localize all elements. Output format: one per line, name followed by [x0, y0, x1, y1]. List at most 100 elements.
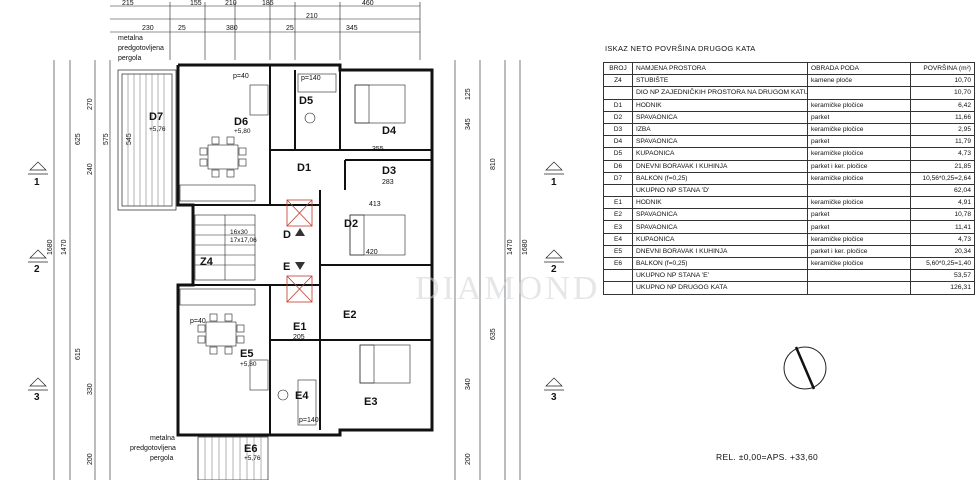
room-name-cell: UKUPNO NP STANA 'E': [632, 269, 808, 283]
dim-text: 1470: [507, 239, 514, 255]
room-code-cell: D1: [603, 98, 633, 112]
room-label: D5: [299, 95, 313, 107]
dim-text: 340: [465, 378, 472, 390]
room-code-cell: D3: [603, 122, 633, 137]
room-code-cell: [603, 281, 633, 295]
floor-finish-cell: [807, 281, 911, 295]
pergola-label-top: predgotovljena: [118, 45, 164, 52]
floor-finish-cell: [807, 183, 911, 198]
dim-text: 345: [465, 118, 472, 130]
section-marker-icon: [29, 377, 47, 387]
dim-text: 200: [87, 453, 94, 465]
room-name-cell: IZBA: [632, 122, 808, 137]
room-code-cell: D6: [603, 159, 633, 173]
room-name-cell: SPAVAONICA: [632, 220, 808, 234]
watermark: DIAMOND: [415, 270, 601, 307]
interior-walls: [178, 65, 432, 435]
area-cell: 10,78: [910, 208, 975, 222]
table-total-row: UKUPNO NP STANA 'D'62,04: [603, 183, 975, 198]
room-code-cell: E6: [603, 256, 633, 271]
room-label: E6: [244, 443, 257, 455]
room-label: D6: [234, 116, 248, 128]
dim-text: 1680: [47, 239, 54, 255]
room-name-cell: SPAVAONICA: [632, 135, 808, 149]
area-table-body: BROJ NAMJENA PROSTORA OBRADA PODA POVRŠI…: [603, 61, 975, 295]
floor-finish-cell: parket i ker. pločice: [807, 244, 911, 259]
dim-text: 230: [142, 25, 154, 32]
section-marker-icon: [545, 161, 563, 171]
pergola-hatch: [127, 74, 165, 206]
room-name-cell: BALKON (f=0,25): [632, 256, 808, 271]
table-total-row: DIO NP ZAJEDNIČKIH PROSTORA NA DRUGOM KA…: [603, 86, 975, 100]
dim-text: 210: [225, 0, 237, 7]
area-cell: 62,04: [910, 183, 975, 198]
dim-text: 125: [465, 88, 472, 100]
pergola-label-bottom: predgotovljena: [130, 445, 176, 452]
area-cell: 6,42: [910, 98, 975, 112]
dim-text: p=40: [190, 318, 206, 325]
room-name-cell: DNEVNI BORAVAK I KUHINJA: [632, 159, 808, 173]
dining-table-e5: [197, 313, 245, 355]
room-label: D1: [297, 162, 311, 174]
dim-text: 200: [465, 453, 472, 465]
table-total-row: UKUPNO NP STANA 'E'53,57: [603, 269, 975, 283]
room-label: D2: [344, 218, 358, 230]
dim-text: 25: [286, 25, 294, 32]
floor-finish-cell: parket: [807, 208, 911, 222]
dim-text: p=140: [299, 417, 319, 424]
area-cell: 11,41: [910, 220, 975, 234]
room-code-cell: Z4: [603, 74, 633, 88]
room-label: D3: [382, 165, 396, 177]
dim-text: 625: [75, 133, 82, 145]
room-name-cell: HODNIK: [632, 196, 808, 210]
header-cell: NAMJENA PROSTORA: [632, 61, 808, 76]
area-cell: 20,34: [910, 244, 975, 259]
floor-finish-cell: keramičke pločice: [807, 147, 911, 161]
dim-text: 283: [382, 179, 394, 186]
section-marker-icon: [545, 377, 563, 387]
section-marker-icon: [29, 249, 47, 259]
floor-finish-cell: keramičke pločice: [807, 196, 911, 210]
triangle-icon: [295, 262, 305, 270]
room-label: E4: [295, 390, 309, 402]
floor-plan: 215 155 210 185 460 230 25 380 25 210 34…: [28, 0, 564, 480]
dim-text: p=140: [301, 75, 321, 82]
dim-text: 380: [226, 25, 238, 32]
dim-text: 185: [262, 0, 274, 7]
room-label: E: [283, 261, 290, 273]
area-table-panel: ISKAZ NETO POVRŠINA DRUGOG KATA BROJ NAM…: [603, 44, 975, 295]
room-code-cell: D4: [603, 135, 633, 149]
dim-text: 215: [122, 0, 134, 7]
dim-text: p=40: [233, 73, 249, 80]
room-name-cell: HODNIK: [632, 98, 808, 112]
room-code-cell: [603, 269, 633, 283]
area-cell: 2,95: [910, 122, 975, 137]
dim-text: 25: [178, 25, 186, 32]
dim-text: 205: [293, 334, 305, 341]
floor-finish-cell: keramičke pločice: [807, 171, 911, 185]
height-mark: +5,80: [234, 128, 251, 135]
top-dimension-lines: [110, 2, 421, 60]
room-name-cell: DNEVNI BORAVAK I KUHINJA: [632, 244, 808, 259]
room-name-cell: UKUPNO NP DRUGOG KATA: [632, 281, 808, 295]
bathrooms: [277, 73, 337, 426]
height-mark: +5,76: [244, 455, 261, 462]
room-label: D7: [149, 111, 163, 123]
room-name-cell: KUPAONICA: [632, 232, 808, 246]
table-title: ISKAZ NETO POVRŠINA DRUGOG KATA: [605, 44, 756, 53]
floor-finish-cell: [807, 86, 911, 100]
dim-text: 460: [362, 0, 374, 7]
north-arrow-icon: [783, 346, 827, 390]
room-code-cell: E1: [603, 196, 633, 210]
section-label: 1: [551, 177, 557, 188]
dim-text: 155: [190, 0, 202, 7]
room-label: Z4: [200, 256, 214, 268]
area-cell: 126,31: [910, 281, 975, 295]
floor-finish-cell: keramičke pločice: [807, 98, 911, 112]
floor-finish-cell: parket: [807, 110, 911, 124]
room-code-cell: E3: [603, 220, 633, 234]
